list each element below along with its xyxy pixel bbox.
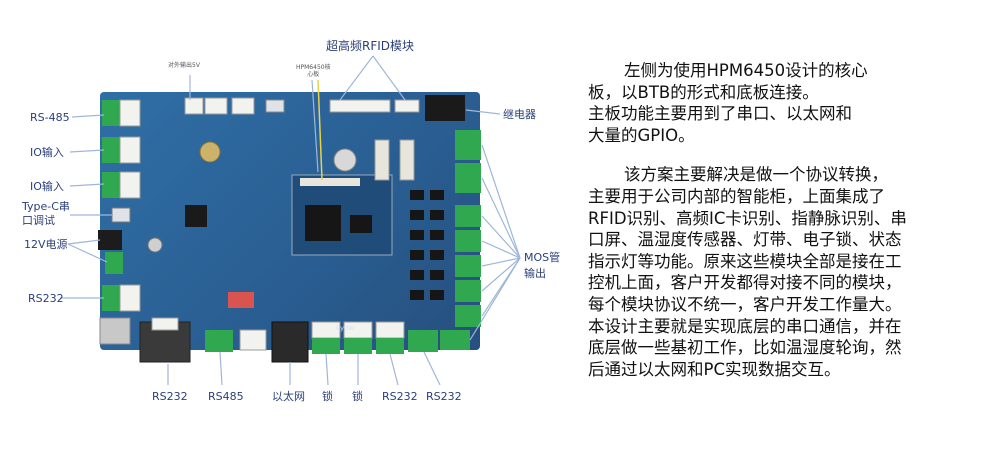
text-line: 口屏、温湿度传感器、灯带、电子锁、状态	[588, 230, 902, 250]
core-board	[291, 174, 393, 256]
label-relay: 继电器	[503, 108, 536, 121]
relay-component	[425, 95, 465, 121]
label-core-board: HPM6450核 心板	[296, 64, 331, 78]
text-line: 主要用于公司内部的智能柜，上面集成了	[588, 186, 885, 206]
right-green-connectors	[440, 130, 481, 350]
label-io-input-2: IO输入	[30, 180, 64, 193]
label-ethernet: 以太网	[272, 390, 305, 403]
label-lock-2: 锁	[352, 390, 363, 403]
left-green-connectors	[98, 99, 141, 345]
text-line: 大量的GPIO。	[588, 125, 695, 145]
label-typec-debug: Type-C串 口调试	[22, 200, 70, 227]
bottom-connectors	[139, 317, 438, 363]
label-rs232-bottom-2: RS232	[382, 390, 418, 403]
text-line: 板，以BTB的形式和底板连接。	[588, 82, 819, 102]
text-line: 控机上面，客户开发都得对接不同的模块，	[588, 273, 902, 293]
label-rfid: 超高频RFID模块	[326, 39, 415, 53]
text-line: 本设计主要就是实现底层的串口通信，并在	[588, 316, 902, 336]
text-line: RFID识别、高频IC卡识别、指静脉识别、串	[588, 208, 907, 228]
label-mos-output: MOS管 输出	[524, 251, 561, 280]
label-io-input-1: IO输入	[30, 146, 64, 159]
board-brand: Cyttec	[336, 325, 356, 332]
description-text: 左侧为使用HPM6450设计的核心 板，以BTB的形式和底板连接。 主板功能主要…	[588, 60, 960, 380]
paragraph-1: 左侧为使用HPM6450设计的核心 板，以BTB的形式和底板连接。 主板功能主要…	[588, 60, 960, 146]
label-lock-1: 锁	[322, 390, 333, 403]
label-12v-power: 12V电源	[24, 238, 68, 251]
label-rs485-bottom: RS485	[208, 390, 244, 403]
text-line: 指示灯等功能。原来这些模块全部是接在工	[588, 251, 902, 271]
label-rs232-bottom-1: RS232	[152, 390, 188, 403]
callout-lines	[60, 55, 521, 386]
text-line: 后通过以太网和PC实现数据交互。	[588, 359, 841, 379]
core-pointer	[317, 79, 323, 181]
board-graphics	[60, 55, 521, 386]
label-rs232-left: RS232	[28, 292, 64, 305]
misc-components	[147, 139, 444, 308]
board-diagram: Cyttec 超高频RFID模块 对外输出5V HPM6450核 心板 RS-4…	[22, 39, 561, 404]
paragraph-2: 该方案主要解决是做一个协议转换， 主要用于公司内部的智能柜，上面集成了 RFID…	[588, 164, 960, 380]
label-rs485-left: RS-485	[30, 111, 70, 124]
text-line: 每个模块协议不统一，客户开发工作量大。	[588, 294, 902, 314]
text-line: 左侧为使用HPM6450设计的核心	[624, 61, 868, 80]
pcb-board	[100, 92, 480, 350]
text-line: 该方案主要解决是做一个协议转换，	[624, 165, 888, 185]
text-line: 底层做一些基初工作，比如温湿度轮询，然	[588, 338, 902, 358]
top-white-connectors	[184, 97, 420, 115]
label-rs232-bottom-3: RS232	[426, 390, 462, 403]
text-line: 主板功能主要用到了串口、以太网和	[588, 104, 852, 124]
label-ext-5v: 对外输出5V	[168, 62, 200, 69]
